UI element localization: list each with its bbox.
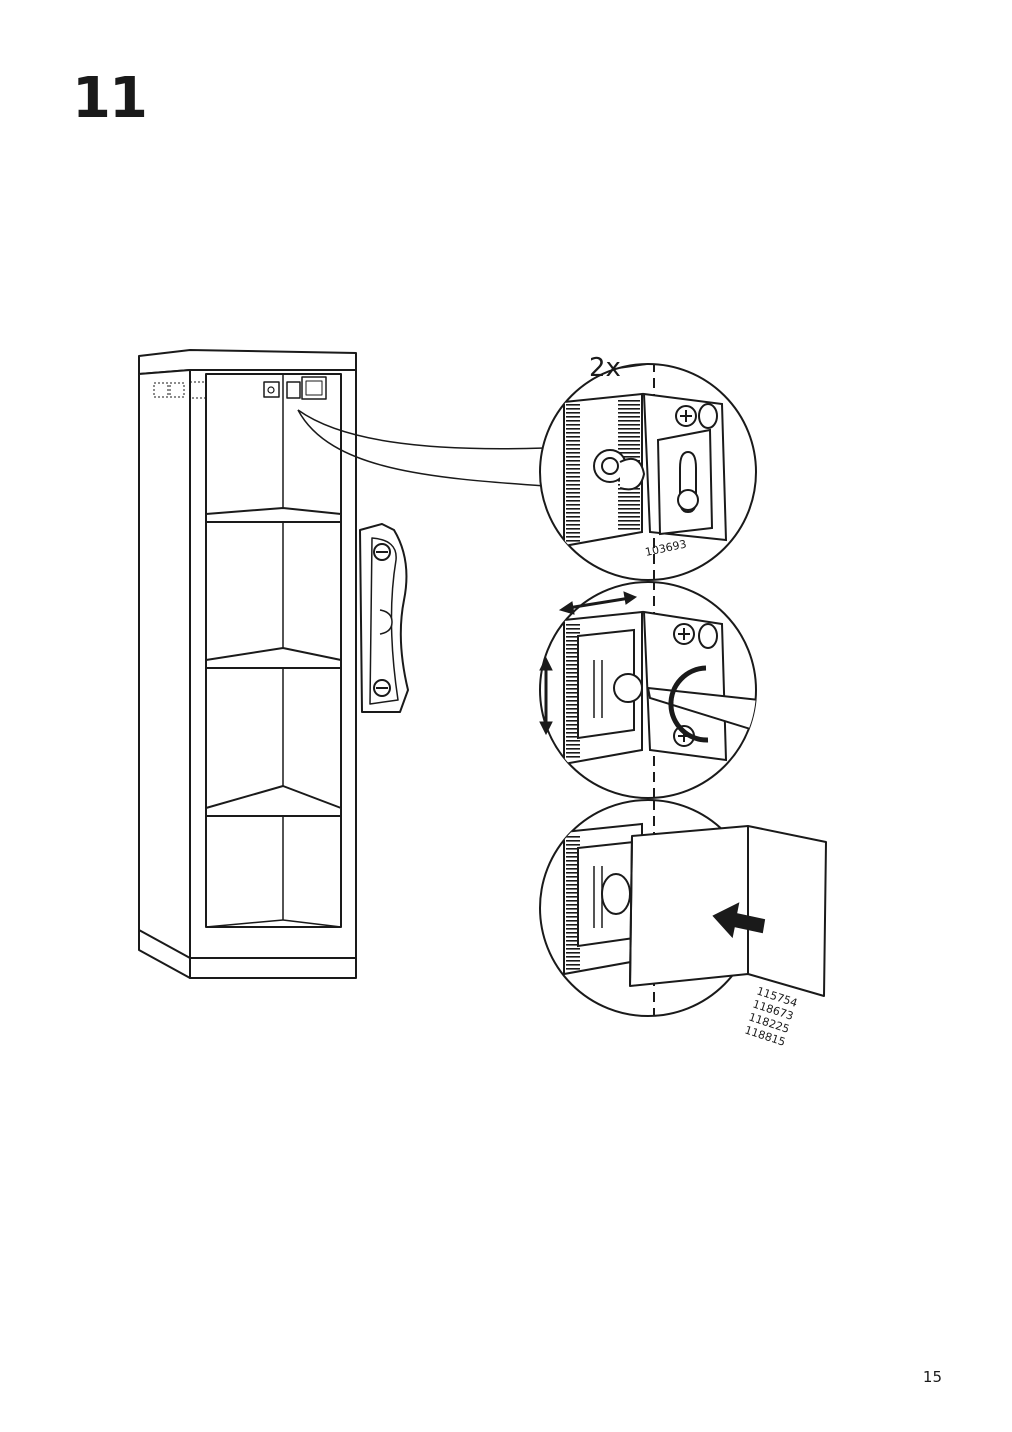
double-arrow-vertical-icon	[539, 656, 553, 736]
detail-view-2	[539, 581, 757, 799]
detail-view-1: 2x 103693	[539, 353, 757, 581]
rotate-arrow-icon	[668, 665, 709, 743]
page-number: 15	[922, 1368, 942, 1386]
callout-line-lower	[297, 409, 546, 487]
push-arrow-icon	[712, 902, 766, 939]
quantity-label: 2x	[589, 353, 621, 383]
wall-bracket-icon	[359, 523, 409, 713]
shelf-unit-icon	[138, 349, 357, 979]
detail-view-3: 115754 118673 118225 118815	[539, 799, 827, 1049]
callout-line-upper	[297, 409, 546, 450]
step-number: 11	[72, 66, 148, 131]
double-arrow-horizontal-icon	[558, 591, 638, 615]
screwdriver-icon	[646, 686, 756, 734]
